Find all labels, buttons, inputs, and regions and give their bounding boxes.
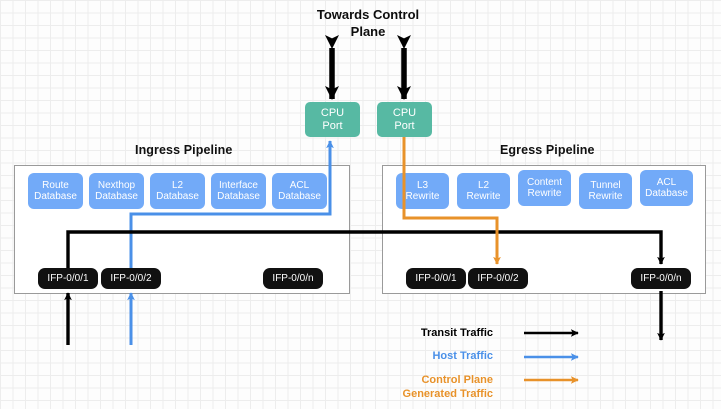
cpu-port-egress-line-2: Port [394,119,415,132]
cpu-port-ingress[interactable]: CPU Port [305,102,360,137]
ingress-port-ifp-0-0-n[interactable]: IFP-0/0/n [263,268,323,289]
egress-chip-acl-database-line-1: ACL [656,176,677,188]
ingress-pipeline-title: Ingress Pipeline [135,143,233,157]
ingress-chip-interface-database[interactable]: Interface Database [211,173,266,209]
egress-chip-tunnel-rewrite[interactable]: Tunnel Rewrite [579,173,632,209]
ingress-chip-acl-database-line-2: Database [278,191,321,202]
legend-label-transit-traffic: Transit Traffic [420,327,493,339]
egress-chip-tunnel-rewrite-line-1: Tunnel [590,179,621,191]
ingress-port-ifp-0-0-2[interactable]: IFP-0/0/2 [101,268,161,289]
legend-label-control-plane-line-2: Generated Traffic [402,387,493,400]
egress-chip-acl-database-line-2: Database [645,188,688,199]
egress-port-ifp-0-0-n[interactable]: IFP-0/0/n [631,268,691,289]
egress-chip-content-rewrite-line-1: Content [526,176,563,188]
cpu-port-egress[interactable]: CPU Port [377,102,432,137]
ingress-chip-acl-database-line-1: ACL [289,179,310,191]
ingress-chip-nexthop-database-line-1: Nexthop [97,179,136,191]
egress-chip-tunnel-rewrite-line-2: Rewrite [588,191,623,202]
egress-port-ifp-0-0-1[interactable]: IFP-0/0/1 [406,268,466,289]
ingress-chip-l2-database-line-1: L2 [171,179,184,191]
egress-chip-l3-rewrite-line-2: Rewrite [405,191,440,202]
ingress-chip-route-database-line-2: Database [34,191,77,202]
cpu-port-egress-line-1: CPU [392,106,417,119]
page-title-line-1: Towards Control [316,7,420,22]
ingress-chip-interface-database-line-2: Database [217,191,260,202]
legend-label-host-traffic: Host Traffic [432,350,493,362]
cpu-port-ingress-line-2: Port [322,119,343,132]
ingress-chip-interface-database-line-1: Interface [219,179,258,191]
ingress-chip-acl-database[interactable]: ACL Database [272,173,327,209]
host-traffic-to-cpu [129,140,334,268]
transit-traffic-pipeline [66,230,665,268]
ingress-chip-l2-database-line-2: Database [156,191,199,202]
page-title-line-2: Plane [350,24,386,39]
cpu-port-ingress-line-1: CPU [320,106,345,119]
legend-label-control-plane-line-1: Control Plane [421,374,493,386]
ingress-chip-nexthop-database[interactable]: Nexthop Database [89,173,144,209]
egress-port-ifp-0-0-2[interactable]: IFP-0/0/2 [468,268,528,289]
ingress-chip-l2-database[interactable]: L2 Database [150,173,205,209]
egress-pipeline-title: Egress Pipeline [500,143,595,157]
egress-chip-content-rewrite-line-2: Rewrite [527,188,562,199]
egress-chip-l2-rewrite[interactable]: L2 Rewrite [457,173,510,209]
egress-chip-acl-database[interactable]: ACL Database [640,170,693,206]
ingress-chip-route-database-line-1: Route [42,179,69,191]
page-title: Towards Control Plane [302,6,434,40]
ingress-chip-route-database[interactable]: Route Database [28,173,83,209]
egress-chip-l2-rewrite-line-2: Rewrite [466,191,501,202]
ingress-port-ifp-0-0-1[interactable]: IFP-0/0/1 [38,268,98,289]
egress-chip-l2-rewrite-line-1: L2 [477,179,490,191]
egress-chip-l3-rewrite-line-1: L3 [416,179,429,191]
ingress-chip-nexthop-database-line-2: Database [95,191,138,202]
legend-label-control-plane-traffic: Control Plane Generated Traffic [330,374,493,401]
egress-chip-content-rewrite[interactable]: Content Rewrite [518,170,571,206]
control-plane-traffic [402,137,501,265]
